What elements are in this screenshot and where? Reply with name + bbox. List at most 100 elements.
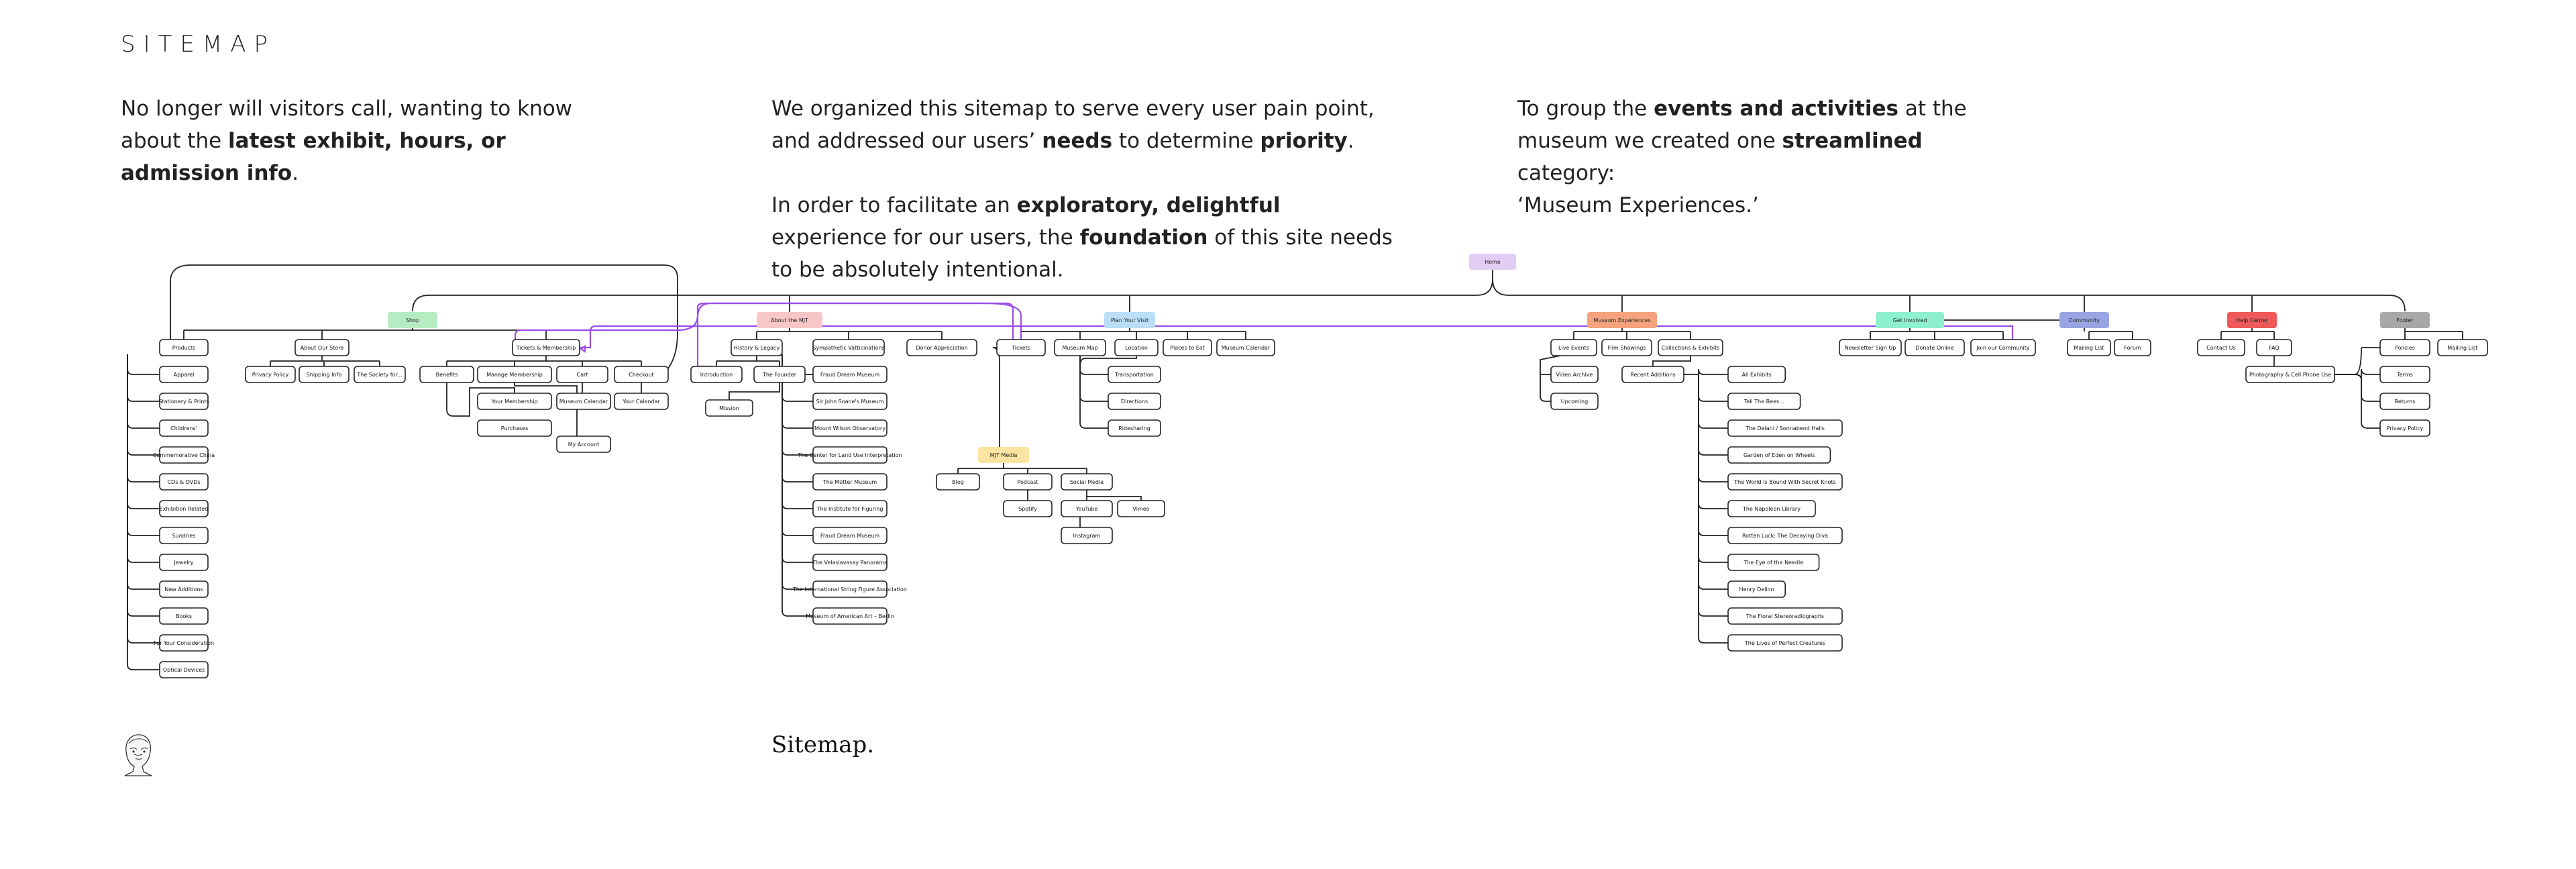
exhibit-link-1: [1698, 374, 1728, 402]
node-shop-product-link-8: [127, 354, 160, 590]
header-about-label: About the MJT: [771, 317, 808, 323]
media-tree: [957, 463, 1087, 474]
node-tm-0: Benefits: [419, 366, 474, 383]
node-upcoming-label: Upcoming: [1561, 399, 1588, 405]
node-recent-additions-label: Recent Additions: [1630, 372, 1675, 378]
node-gi-2: Join our Community: [1970, 339, 2036, 356]
node-recent-additions: Recent Additions: [1621, 366, 1684, 383]
node-location-0-label: Transportation: [1114, 372, 1154, 378]
node-video-archive-label: Video Archive: [1556, 372, 1593, 378]
node-footer-4-label: Privacy Policy: [2387, 425, 2424, 431]
node-tickets-membership-label: Tickets & Membership: [516, 345, 576, 351]
node-products: Products: [159, 339, 209, 356]
node-youtube: YouTube: [1061, 500, 1113, 517]
media-link: [992, 347, 1006, 447]
node-shop-product-4: CDs & DVDs: [159, 473, 209, 491]
node-the-founder: The Founder: [753, 366, 806, 383]
node-shop-product-5-label: Exhibition Related: [160, 506, 209, 512]
node-home: Home: [1469, 254, 1516, 270]
node-your-membership: Your Membership: [477, 393, 552, 410]
node-footer-3-label: Returns: [2395, 399, 2416, 405]
header-experiences-label: Museum Experiences: [1593, 317, 1650, 323]
node-visit-4: Museum Calendar: [1216, 339, 1275, 356]
diagram-caption: Sitemap.: [771, 731, 875, 758]
node-community-mailing: Mailing List: [2067, 339, 2111, 356]
node-museum-calendar-shop: Museum Calendar: [556, 393, 611, 410]
node-about-item-1: Sir John Soane's Museum: [812, 393, 888, 410]
node-your-calendar-shop-label: Your Calendar: [622, 399, 660, 405]
node-exp-0-label: Live Events: [1558, 345, 1589, 351]
node-store-1-label: Shipping Info: [307, 372, 342, 378]
node-exhibit-2: The Delani / Sonnabend Halls: [1727, 419, 1843, 437]
node-donor-label: Donor Appreciation: [916, 345, 967, 351]
node-video-archive: Video Archive: [1550, 366, 1599, 383]
node-gi-1-label: Donate Online: [1915, 345, 1954, 351]
node-gi-2-label: Join our Community: [1976, 345, 2029, 351]
mission-link: [729, 382, 780, 400]
node-tm-2-label: Cart: [577, 372, 588, 378]
node-footer-1-label: Mailing List: [2447, 345, 2477, 351]
header-media: MJT Media: [978, 447, 1029, 463]
node-contact-us: Contact Us: [2197, 339, 2245, 356]
visit-tree: [1020, 328, 1246, 340]
node-visit-3: Places to Eat: [1163, 339, 1212, 356]
node-visit-4-label: Museum Calendar: [1222, 345, 1271, 351]
account-link: [514, 382, 578, 436]
node-store-0-label: Privacy Policy: [252, 372, 289, 378]
node-shop-product-8: New Additions: [159, 580, 209, 598]
header-help: Help Center: [2227, 312, 2277, 328]
node-exhibit-7-label: The Eye of the Needle: [1743, 560, 1803, 566]
node-shop-product-link-7: [127, 354, 160, 563]
node-about-item-8-label: The International String Figure Associat…: [792, 586, 907, 593]
intro-col1: No longer will visitors call, wanting to…: [121, 97, 573, 185]
node-your-membership-label: Your Membership: [490, 399, 537, 405]
node-shop-product-link-11: [127, 354, 160, 670]
node-exhibit-1: Tell The Bees...: [1727, 393, 1801, 410]
node-spotify: Spotify: [1003, 500, 1053, 517]
intro-col3a: To group the events and activities at th…: [1517, 97, 1967, 185]
node-exhibit-2-label: The Delani / Sonnabend Halls: [1745, 425, 1825, 431]
history-tree: [716, 356, 780, 366]
node-visit-1: Museum Map: [1054, 339, 1106, 356]
node-about-item-0: Fraud Dream Museum: [812, 366, 888, 383]
node-community-mailing-label: Mailing List: [2074, 345, 2104, 351]
node-store-2-label: The Society for...: [356, 372, 402, 378]
node-location-1: Directions: [1108, 393, 1161, 410]
node-shop-product-10-label: For Your Consideration: [154, 640, 214, 646]
node-about-item-4: The Mütter Museum: [812, 473, 888, 491]
node-store-2: The Society for...: [354, 366, 406, 383]
node-visit-3-label: Places to Eat: [1170, 345, 1205, 351]
node-vimeo-label: Vimeo: [1132, 506, 1149, 512]
node-sympathetic-label: Sympathetic Vatticinations: [812, 345, 884, 351]
node-tm-1-label: Manage Membership: [486, 372, 543, 378]
shop-loop: [170, 264, 678, 374]
node-about-item-7: The Velaslavasay Panorama: [812, 554, 888, 571]
node-gi-1: Donate Online: [1904, 339, 1965, 356]
header-shop-label: Shop: [406, 317, 419, 323]
node-faq-label: FAQ: [2269, 345, 2279, 351]
node-about-store: About Our Store: [294, 339, 350, 356]
node-about-item-0-label: Fraud Dream Museum: [820, 372, 879, 378]
header-footer-label: Footer: [2396, 317, 2414, 323]
purple-arrow: [580, 344, 586, 354]
node-shop-product-2: Childrens': [159, 419, 209, 437]
node-your-calendar-shop: Your Calendar: [614, 393, 669, 410]
shop-tree: [183, 328, 547, 340]
recent-link: [1652, 356, 1691, 366]
location-link: [1079, 356, 1137, 367]
node-exhibit-3: Garden of Eden on Wheels: [1727, 446, 1831, 464]
node-footer-3: Returns: [2379, 393, 2430, 410]
node-history-legacy-label: History & Legacy: [734, 345, 780, 351]
node-photo-policy-label: Photography & Cell Phone Use: [2249, 372, 2331, 378]
node-purchases-label: Purchases: [501, 425, 529, 431]
node-exhibit-9: The Floral Stereoradiographs: [1727, 607, 1843, 625]
node-exhibit-0: All Exhibits: [1727, 366, 1786, 383]
node-shop-product-5: Exhibition Related: [159, 500, 209, 517]
node-shop-product-2-label: Childrens': [170, 425, 197, 431]
node-tm-1: Manage Membership: [477, 366, 552, 383]
node-tm-3-label: Checkout: [629, 372, 653, 378]
footer-branch-2: [2334, 374, 2380, 429]
node-blog: Blog: [936, 473, 980, 491]
node-shop-product-link-2: [127, 354, 160, 429]
home-bar-right: [1492, 278, 2406, 312]
